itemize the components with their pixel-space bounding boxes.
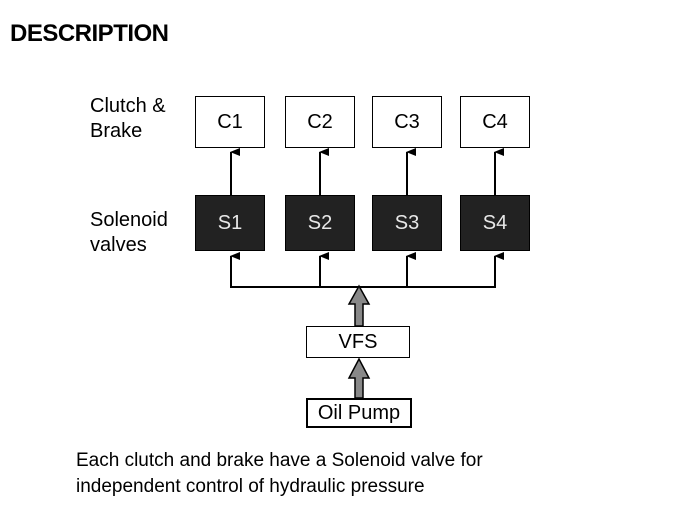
caption-line-2: independent control of hydraulic pressur… xyxy=(76,476,425,497)
clutch-box-c4: C4 xyxy=(460,96,530,148)
clutch-box-c1: C1 xyxy=(195,96,265,148)
clutch-brake-label: Clutch & Brake xyxy=(90,94,166,144)
caption: Each clutch and brake have a Solenoid va… xyxy=(76,448,636,500)
solenoid-valves-label: Solenoid valves xyxy=(90,208,168,258)
solenoid-box-s4: S4 xyxy=(460,195,530,251)
solenoid-box-s3: S3 xyxy=(372,195,442,251)
solenoid-box-s1: S1 xyxy=(195,195,265,251)
vfs-box: VFS xyxy=(306,326,410,358)
oil-pump-box: Oil Pump xyxy=(306,398,412,428)
clutch-box-c3: C3 xyxy=(372,96,442,148)
hollow-arrow-pump-up xyxy=(347,357,371,399)
solenoid-box-s2: S2 xyxy=(285,195,355,251)
solenoid-valves-label-line-2: valves xyxy=(90,234,147,256)
clutch-brake-label-line-2: Brake xyxy=(90,120,143,142)
solenoid-valves-label-line-1: Solenoid xyxy=(90,209,168,231)
clutch-box-c2: C2 xyxy=(285,96,355,148)
hollow-arrow-vfs-up xyxy=(347,284,371,327)
clutch-brake-label-line-1: Clutch & xyxy=(90,95,166,117)
page-title: DESCRIPTION xyxy=(10,20,169,47)
caption-line-1: Each clutch and brake have a Solenoid va… xyxy=(76,450,483,471)
